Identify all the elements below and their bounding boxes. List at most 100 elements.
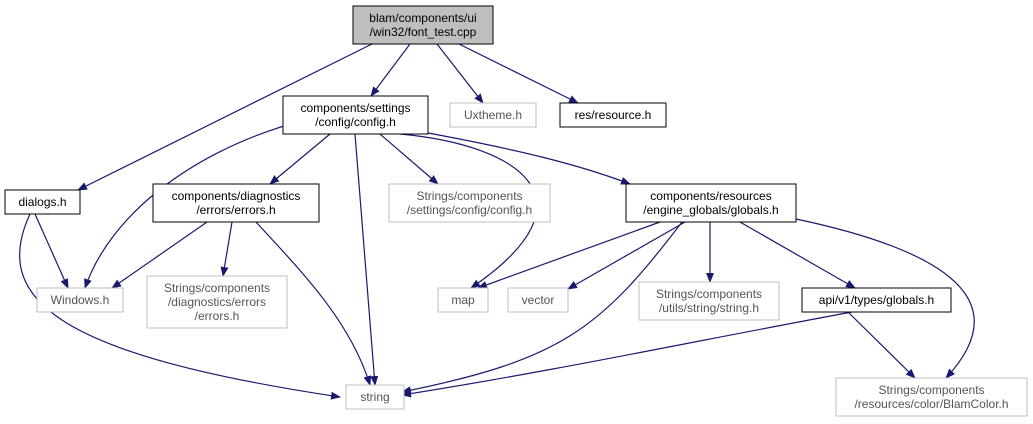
edge-engine-globals-to-vector <box>567 221 686 290</box>
node-box <box>801 287 952 313</box>
node-label: blam/components/ui <box>369 11 476 25</box>
node-str-string[interactable]: Strings/components/utils/string/string.h <box>638 281 780 321</box>
node-config-h[interactable]: components/settings/config/config.h <box>282 95 429 135</box>
edge-arrow <box>567 221 686 290</box>
node-label: string <box>360 390 389 404</box>
edge-arrow <box>255 221 372 386</box>
node-vector[interactable]: vector <box>507 287 569 313</box>
node-label: /utils/string/string.h <box>659 301 759 315</box>
node-label: /config/config.h <box>315 115 396 129</box>
edge-errors-h-to-str-errors <box>220 221 233 277</box>
node-label: components/diagnostics <box>172 189 301 203</box>
edge-api-globals-to-blamcolor <box>847 311 916 379</box>
node-engine-globals[interactable]: components/resources/engine_globals/glob… <box>625 183 797 223</box>
node-box <box>437 287 489 313</box>
edge-errors-h-to-string <box>255 221 372 386</box>
node-box <box>507 287 569 313</box>
node-label: res/resource.h <box>575 108 652 122</box>
edge-dialogs-h-to-string <box>19 213 341 400</box>
node-box <box>835 377 1028 417</box>
edge-arrow <box>739 221 856 289</box>
node-box <box>152 183 320 223</box>
node-str-config[interactable]: Strings/components/settings/config/confi… <box>388 183 551 223</box>
edge-arrow <box>19 213 341 400</box>
node-box <box>638 281 780 321</box>
edge-font-test-to-dialogs-h <box>77 43 373 191</box>
node-label: /errors.h <box>195 309 240 323</box>
edge-arrow <box>220 221 233 277</box>
node-label: Strings/components <box>164 281 270 295</box>
edge-arrow <box>370 43 411 97</box>
node-box <box>4 189 81 215</box>
node-uxtheme[interactable]: Uxtheme.h <box>449 102 537 128</box>
edge-engine-globals-to-api-globals <box>739 221 856 289</box>
edge-arrow <box>795 218 975 379</box>
node-windows-h[interactable]: Windows.h <box>36 287 124 313</box>
nodes-layer: blam/components/ui/win32/font_test.cppco… <box>4 5 1028 417</box>
node-string[interactable]: string <box>345 384 405 410</box>
edge-font-test-to-uxtheme <box>436 43 484 104</box>
node-dialogs-h[interactable]: dialogs.h <box>4 189 81 215</box>
edge-arrow <box>269 133 331 185</box>
edge-api-globals-to-string <box>401 311 853 398</box>
node-label: Uxtheme.h <box>464 108 522 122</box>
edge-config-h-to-string <box>354 133 379 386</box>
edge-arrow <box>34 213 69 289</box>
edge-arrow <box>847 311 916 379</box>
edge-engine-globals-to-string <box>401 221 683 395</box>
edge-errors-h-to-windows-h <box>111 221 208 289</box>
edge-config-h-to-map <box>399 133 538 289</box>
edge-engine-globals-to-map <box>477 221 661 289</box>
edge-dialogs-h-to-windows-h <box>34 213 69 289</box>
edge-arrow <box>477 221 661 289</box>
edge-arrow <box>354 133 379 386</box>
node-box <box>146 275 288 329</box>
edge-config-h-to-str-config <box>379 133 439 185</box>
node-label: /win32/font_test.cpp <box>370 25 477 39</box>
node-label: /resources/color/BlamColor.h <box>854 397 1008 411</box>
edge-config-h-to-errors-h <box>269 133 331 185</box>
node-box <box>352 5 494 45</box>
node-font-test[interactable]: blam/components/ui/win32/font_test.cpp <box>352 5 494 45</box>
edge-engine-globals-to-blamcolor <box>795 218 975 379</box>
edge-arrow <box>379 133 439 185</box>
edge-arrow <box>401 221 683 395</box>
node-str-errors[interactable]: Strings/components/diagnostics/errors/er… <box>146 275 288 329</box>
node-label: Strings/components <box>878 383 984 397</box>
node-label: /diagnostics/errors <box>168 295 266 309</box>
edge-font-test-to-resource-h <box>458 43 579 104</box>
edge-arrow <box>401 311 853 398</box>
node-label: Strings/components <box>416 189 522 203</box>
edge-font-test-to-config-h <box>370 43 411 97</box>
node-map[interactable]: map <box>437 287 489 313</box>
node-label: /settings/config/config.h <box>407 203 532 217</box>
edge-arrow <box>427 132 631 185</box>
node-box <box>449 102 537 128</box>
node-box <box>388 183 551 223</box>
node-label: api/v1/types/globals.h <box>819 293 934 307</box>
node-box <box>282 95 429 135</box>
edge-config-h-to-engine-globals <box>427 132 631 185</box>
edge-arrow <box>436 43 484 104</box>
node-label: /engine_globals/globals.h <box>643 203 778 217</box>
node-blamcolor[interactable]: Strings/components/resources/color/BlamC… <box>835 377 1028 417</box>
node-label: Windows.h <box>51 293 110 307</box>
node-api-globals[interactable]: api/v1/types/globals.h <box>801 287 952 313</box>
node-label: components/resources <box>650 189 771 203</box>
node-box <box>36 287 124 313</box>
node-box <box>559 102 667 128</box>
edge-arrow <box>77 43 373 191</box>
node-label: /errors/errors.h <box>196 203 275 217</box>
node-label: Strings/components <box>656 287 762 301</box>
node-label: map <box>451 293 475 307</box>
edge-arrow <box>111 221 208 289</box>
edge-arrow <box>458 43 579 104</box>
node-errors-h[interactable]: components/diagnostics/errors/errors.h <box>152 183 320 223</box>
node-box <box>345 384 405 410</box>
node-box <box>625 183 797 223</box>
edge-arrow <box>399 133 538 289</box>
node-label: vector <box>522 293 555 307</box>
node-resource-h[interactable]: res/resource.h <box>559 102 667 128</box>
node-label: components/settings <box>300 101 410 115</box>
